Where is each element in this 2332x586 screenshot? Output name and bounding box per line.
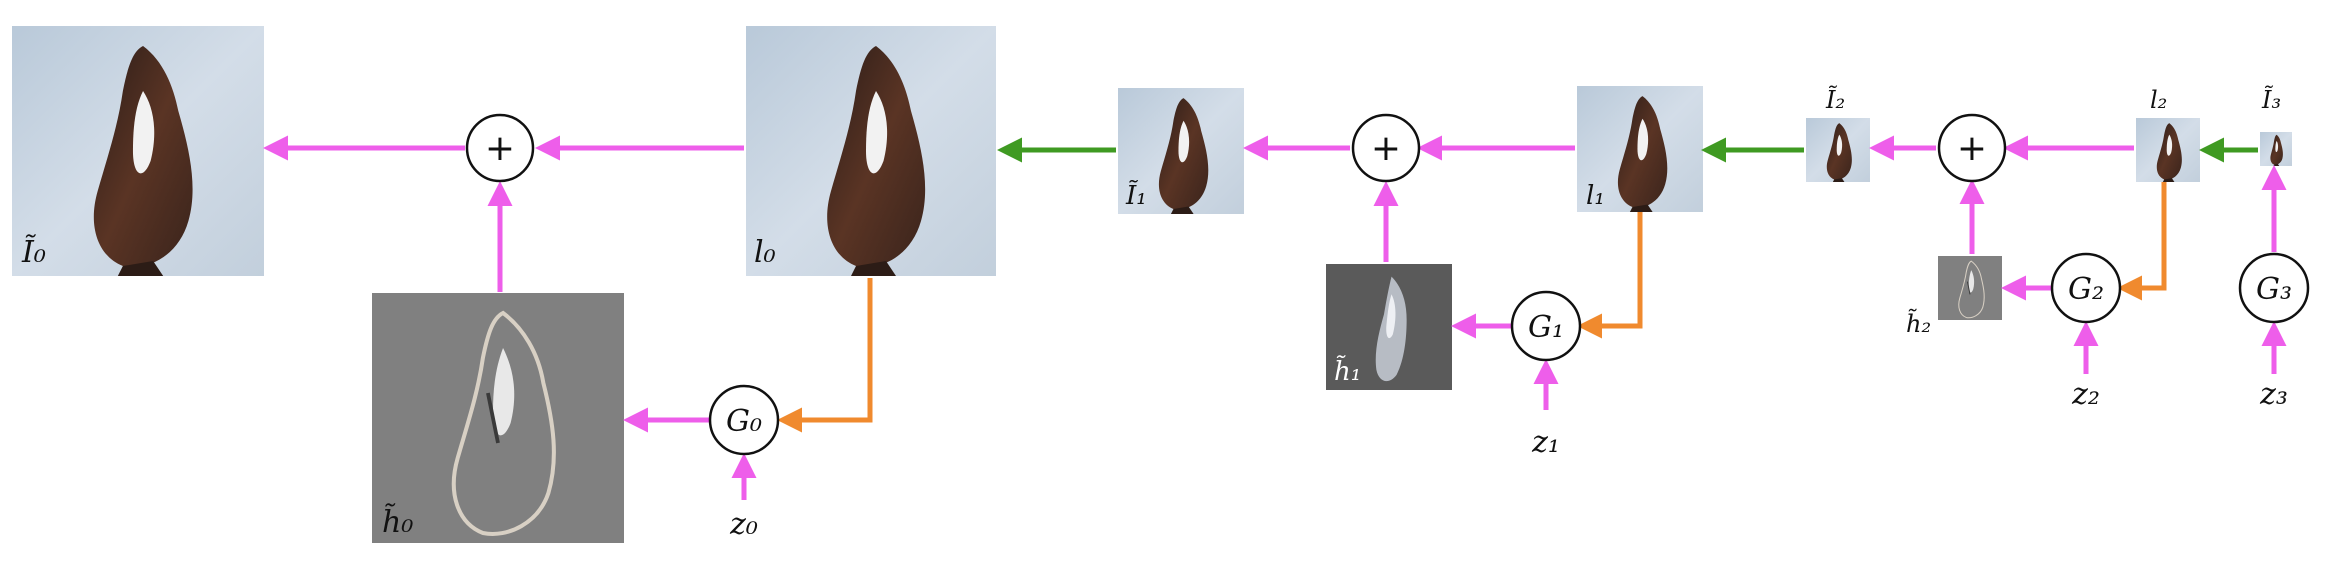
image-l0: l₀: [746, 26, 996, 276]
label-z0: z₀: [729, 507, 758, 542]
label-l2: l₂: [2150, 86, 2167, 114]
plus-symbol-0: +: [485, 128, 515, 169]
label-l1: l₁: [1586, 181, 1605, 211]
plus-symbol-1: +: [1371, 128, 1401, 169]
label-l0: l₀: [754, 235, 776, 270]
label-h0: h̃₀: [382, 503, 413, 540]
label-h1: h̃₁: [1334, 355, 1361, 387]
image-I3: Ĩ₃: [2260, 85, 2292, 166]
generator-G1: G₁: [1510, 290, 1582, 362]
image-I1: Ĩ₁: [1118, 88, 1244, 214]
image-l2: l₂: [2136, 86, 2200, 182]
image-h2: h̃₂: [1906, 256, 2002, 338]
label-h2: h̃₂: [1906, 309, 1931, 338]
label-G1: G₁: [1528, 310, 1564, 345]
label-G3: G₃: [2256, 272, 2292, 307]
image-h0: h̃₀: [372, 293, 624, 543]
label-I1: Ĩ₁: [1125, 179, 1147, 211]
label-G0: G₀: [726, 404, 762, 439]
generator-G0: G₀: [708, 384, 780, 456]
plus-node-2: +: [1937, 113, 2007, 183]
generator-G2: G₂: [2050, 252, 2122, 324]
plus-node-1: +: [1351, 113, 1421, 183]
label-z3: z₃: [2259, 377, 2288, 412]
image-I2: Ĩ₂: [1806, 85, 1870, 182]
plus-symbol-2: +: [1957, 128, 1987, 169]
image-l1: l₁: [1577, 86, 1703, 212]
label-z1: z₁: [1531, 425, 1560, 460]
plus-node-0: +: [465, 113, 535, 183]
arrow-l0-to-G0: [777, 278, 873, 433]
arrow-l1-to-G1: [1577, 212, 1643, 339]
image-h1: h̃₁: [1326, 264, 1452, 390]
label-z2: z₂: [2071, 377, 2100, 412]
label-I0: Ĩ₀: [21, 234, 46, 270]
label-I3: Ĩ₃: [2261, 85, 2281, 114]
generator-G3: G₃: [2238, 252, 2310, 324]
image-I0: Ĩ₀: [12, 26, 264, 276]
arrow-l2-to-G2: [2117, 182, 2167, 301]
label-I2: Ĩ₂: [1825, 85, 1845, 114]
label-G2: G₂: [2068, 272, 2104, 307]
